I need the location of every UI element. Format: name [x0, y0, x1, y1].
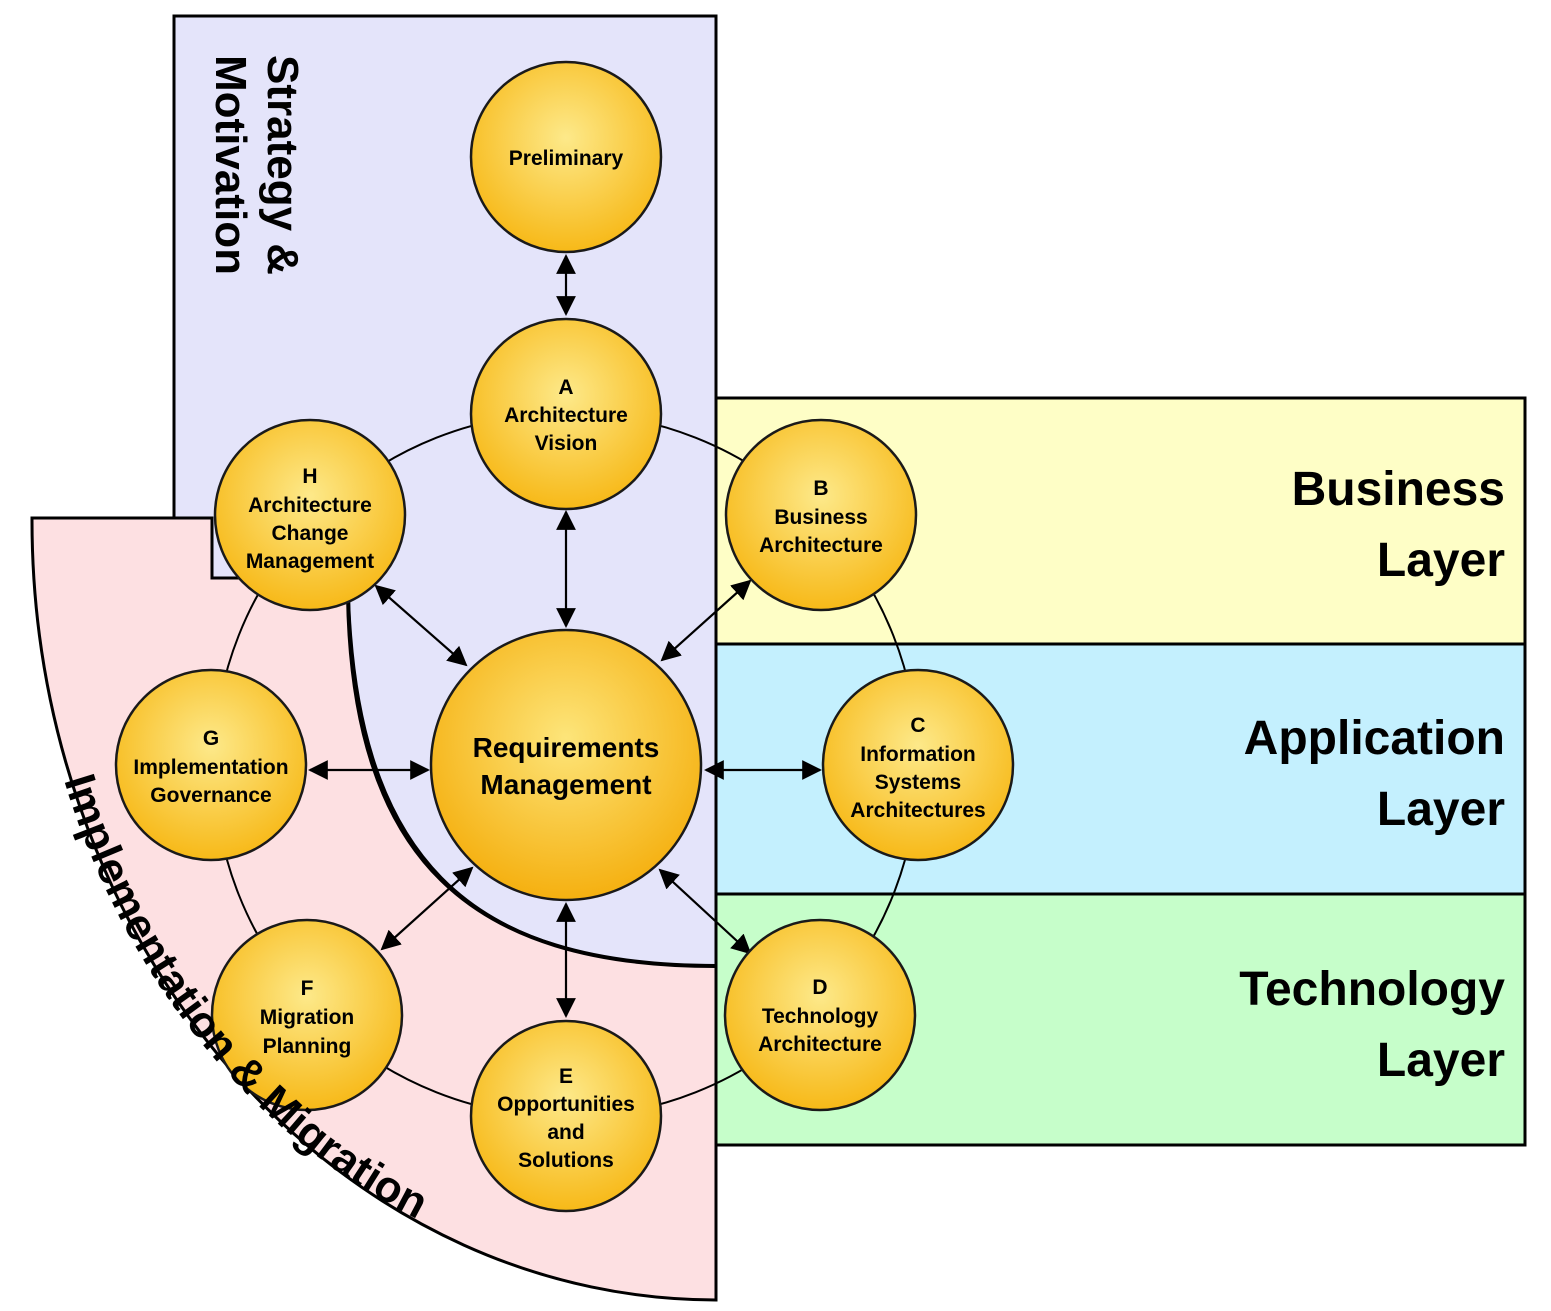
node-f-line-2: Migration [260, 1006, 355, 1029]
business-layer-label-2: Layer [1377, 534, 1505, 587]
node-center-line-2: Management [480, 769, 651, 800]
node-b-line-3: Architecture [759, 534, 883, 557]
node-d-technology-architecture[interactable]: D Technology Architecture [723, 918, 917, 1112]
node-c-line-4: Architectures [850, 799, 985, 822]
node-c-information-systems-architectures[interactable]: C Information Systems Architectures [821, 668, 1015, 862]
node-e-opportunities-and-solutions[interactable]: E Opportunities and Solutions [469, 1019, 663, 1213]
node-a-line-2: Architecture [504, 404, 628, 427]
strategy-label: Strategy & Motivation [206, 55, 307, 275]
node-center-line-1: Requirements [473, 732, 660, 763]
node-g-implementation-governance[interactable]: G Implementation Governance [114, 668, 308, 862]
node-f-line-1: F [301, 977, 314, 1000]
arrow-f-center [380, 866, 474, 951]
node-c-line-2: Information [860, 743, 976, 766]
application-layer-label-1: Application [1244, 712, 1505, 765]
node-c-line-3: Systems [875, 771, 961, 794]
arrow-h-center [374, 584, 468, 667]
node-c-line-1: C [910, 714, 925, 737]
node-h-line-4: Management [246, 550, 374, 573]
node-g-line-2: Implementation [133, 756, 288, 779]
node-b-line-1: B [813, 477, 828, 500]
node-f-line-3: Planning [263, 1035, 352, 1058]
arrow-d-center [658, 868, 752, 955]
node-g-line-3: Governance [150, 784, 271, 807]
strategy-label-line-2: Motivation [206, 55, 255, 275]
node-e-line-3: and [547, 1121, 584, 1144]
node-d-line-3: Architecture [758, 1033, 882, 1056]
node-preliminary[interactable]: Preliminary [469, 60, 663, 254]
arrow-b-center [660, 579, 752, 662]
node-h-architecture-change-management[interactable]: H Architecture Change Management [213, 418, 407, 612]
node-d-line-2: Technology [762, 1005, 879, 1028]
application-layer-label-2: Layer [1377, 783, 1505, 836]
node-requirements-management[interactable]: Requirements Management [429, 628, 703, 902]
arrows [308, 254, 822, 1018]
node-h-line-1: H [302, 465, 317, 488]
node-f-migration-planning[interactable]: F Migration Planning [210, 918, 404, 1112]
node-a-line-1: A [558, 376, 573, 399]
node-a-line-3: Vision [535, 432, 598, 455]
node-a-architecture-vision[interactable]: A Architecture Vision [469, 317, 663, 511]
node-h-line-2: Architecture [248, 494, 372, 517]
node-h-line-3: Change [271, 522, 348, 545]
node-preliminary-line-1: Preliminary [509, 147, 624, 170]
node-b-business-architecture[interactable]: B Business Architecture [724, 418, 918, 612]
business-layer-label-1: Business [1292, 463, 1505, 516]
node-d-line-1: D [812, 976, 827, 999]
node-e-line-1: E [559, 1065, 573, 1088]
node-e-line-4: Solutions [518, 1149, 614, 1172]
node-b-line-2: Business [774, 506, 867, 529]
technology-layer-label-2: Layer [1377, 1034, 1505, 1087]
technology-layer-label-1: Technology [1239, 963, 1505, 1016]
node-e-line-2: Opportunities [497, 1093, 635, 1116]
strategy-label-line-1: Strategy & [258, 55, 307, 275]
node-g-line-1: G [203, 727, 219, 750]
